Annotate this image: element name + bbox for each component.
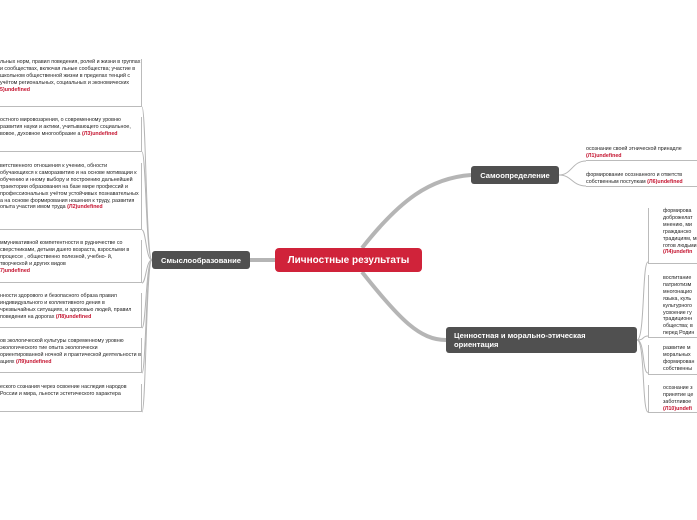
- leaf-code: (Л10)undefi: [663, 405, 693, 412]
- leaf-value-3[interactable]: развитие м моральных формирован собствен…: [648, 345, 697, 375]
- leaf-code: (Л8)undefined: [55, 313, 92, 320]
- leaf-text: ммуникативной компетентности в рудничест…: [0, 240, 130, 267]
- leaf-text: остного мировоззрения, о современному ур…: [0, 117, 131, 137]
- leaf-code: (Л9)undefined: [15, 358, 52, 365]
- connector-sense-3: [141, 229, 153, 261]
- connector-self-2: [558, 174, 587, 187]
- leaf-text: ветственного отношения к учению, обности…: [0, 163, 139, 211]
- connector-root-self: [360, 173, 472, 250]
- connector-sense-1: [141, 106, 153, 261]
- connector-self-1: [558, 160, 587, 176]
- leaf-self-1[interactable]: осознание своей этнической принадле (Л1)…: [586, 146, 697, 161]
- leaf-code: 5)undefined: [0, 86, 31, 93]
- leaf-text: льных норм, правил поведения, ролей и жи…: [0, 59, 141, 86]
- leaf-sense-4[interactable]: ммуникативной компетентности в рудничест…: [0, 240, 142, 283]
- leaf-text: ов экологической культуры современному у…: [0, 338, 141, 365]
- leaf-sense-1[interactable]: льных норм, правил поведения, ролей и жи…: [0, 59, 142, 107]
- leaf-code: (Л3)undefined: [82, 130, 118, 137]
- connector-sense-7: [141, 259, 153, 413]
- leaf-sense-3[interactable]: ветственного отношения к учению, обности…: [0, 163, 142, 230]
- leaf-code: (Л1)undefined: [586, 152, 622, 159]
- leaf-self-2[interactable]: формирование осознанного и ответств собс…: [586, 172, 697, 187]
- leaf-text: формирование осознанного и ответств собс…: [586, 172, 683, 185]
- leaf-text: осознание з принятие це заботливое: [663, 385, 694, 405]
- leaf-sense-6[interactable]: ов экологической культуры современному у…: [0, 338, 142, 373]
- leaf-text: воспитание патриотизм многонацио языка, …: [663, 275, 695, 337]
- connector-sense-2: [141, 151, 153, 261]
- leaf-value-4[interactable]: осознание з принятие це заботливое (Л10)…: [648, 385, 697, 413]
- connector-root-value: [360, 270, 447, 342]
- leaf-value-2[interactable]: воспитание патриотизм многонацио языка, …: [648, 275, 697, 338]
- branch-sense-formation-label: Смыслообразование: [161, 255, 241, 265]
- connector-value-1: [636, 261, 649, 341]
- leaf-text: нности здорового и безопасного образа пр…: [0, 293, 132, 320]
- leaf-code: 7)undefined: [0, 267, 31, 274]
- branch-self-determination[interactable]: Самоопределение: [471, 166, 559, 184]
- leaf-text: осознание своей этнической принадле: [586, 146, 682, 152]
- leaf-code: (Л4)undefin: [663, 249, 693, 256]
- leaf-sense-2[interactable]: остного мировоззрения, о современному ур…: [0, 117, 142, 152]
- branch-value-orientation[interactable]: Ценностная и морально-этическая ориентац…: [446, 327, 637, 353]
- leaf-sense-5[interactable]: нности здорового и безопасного образа пр…: [0, 293, 142, 328]
- leaf-sense-7[interactable]: еского сознания через освоение наследия …: [0, 384, 142, 412]
- root-label: Личностные результаты: [287, 254, 410, 266]
- root-node[interactable]: Личностные результаты: [275, 248, 422, 272]
- connector-value-2: [636, 335, 649, 341]
- leaf-text: формирова доброжелат мнению, ми гражданс…: [663, 208, 697, 249]
- leaf-text: развитие м моральных формирован собствен…: [663, 345, 695, 372]
- leaf-text: еского сознания через освоение наследия …: [0, 384, 127, 397]
- branch-sense-formation[interactable]: Смыслообразование: [152, 251, 250, 269]
- leaf-value-1[interactable]: формирова доброжелат мнению, ми гражданс…: [648, 208, 697, 264]
- branch-value-orientation-label: Ценностная и морально-этическая ориентац…: [454, 330, 586, 349]
- leaf-code: (Л2)undefined: [67, 204, 103, 211]
- branch-self-determination-label: Самоопределение: [480, 170, 550, 180]
- connector-value-4: [636, 339, 649, 413]
- leaf-code: (Л6)undefined: [647, 178, 683, 185]
